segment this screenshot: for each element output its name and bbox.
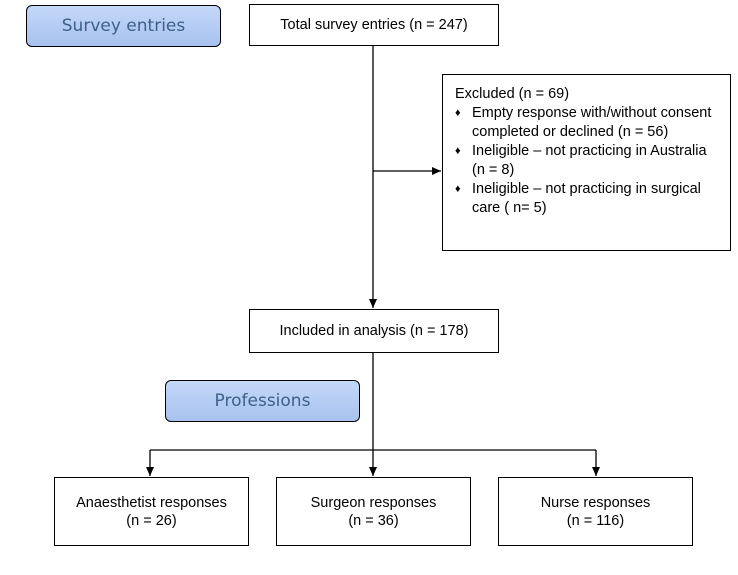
excluded-item: ♦Ineligible – not practicing in Australi… [455, 143, 707, 178]
included-text: Included in analysis (n = 178) [279, 323, 469, 339]
excluded-list: ♦Empty response with/without consent com… [455, 104, 722, 218]
survey-entries-label-text: Survey entries [61, 16, 186, 36]
professions-label: Professions [165, 380, 360, 422]
excluded-item: ♦Empty response with/without consent com… [455, 105, 712, 140]
survey-entries-label: Survey entries [26, 5, 221, 47]
anaesthetist-name: Anaesthetist responses [76, 494, 227, 511]
surgeon-name: Surgeon responses [310, 494, 437, 511]
diamond-bullet-icon: ♦ [455, 145, 461, 157]
excluded-box: Excluded (n = 69) ♦Empty response with/w… [442, 74, 731, 251]
total-entries-box: Total survey entries (n = 247) [249, 4, 499, 46]
diamond-bullet-icon: ♦ [455, 107, 461, 119]
total-entries-text: Total survey entries (n = 247) [280, 17, 468, 33]
nurse-name: Nurse responses [540, 494, 651, 511]
professions-label-text: Professions [214, 391, 311, 411]
excluded-title: Excluded (n = 69) [455, 86, 570, 102]
diamond-bullet-icon: ♦ [455, 183, 461, 195]
nurse-box: Nurse responses (n = 116) [498, 477, 693, 546]
nurse-count: (n = 116) [566, 512, 625, 529]
surgeon-box: Surgeon responses (n = 36) [276, 477, 471, 546]
excluded-item: ♦Ineligible – not practicing in surgical… [455, 181, 701, 216]
anaesthetist-count: (n = 26) [126, 512, 177, 529]
anaesthetist-box: Anaesthetist responses (n = 26) [54, 477, 249, 546]
surgeon-count: (n = 36) [348, 512, 399, 529]
included-box: Included in analysis (n = 178) [249, 309, 499, 353]
